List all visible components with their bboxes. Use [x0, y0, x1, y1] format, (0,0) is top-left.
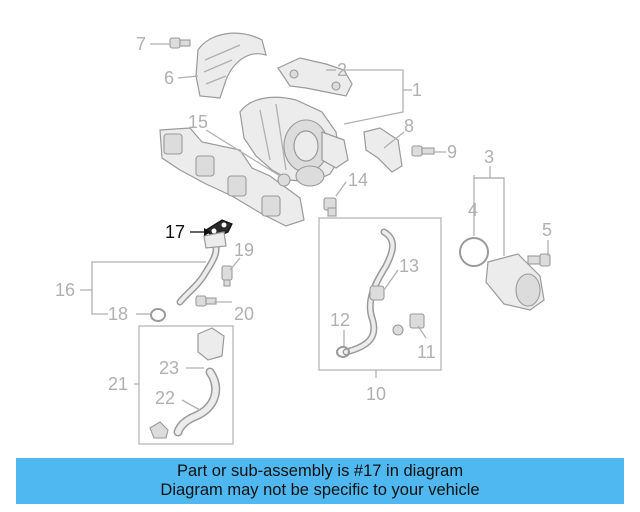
bolt-5-part	[527, 253, 551, 267]
callout-17: 17	[165, 222, 185, 242]
heat-shield-part	[195, 32, 267, 99]
box-21	[138, 325, 234, 445]
seal-18-part	[150, 308, 166, 322]
fitting-14-part	[323, 197, 337, 217]
turbocharger-part	[239, 96, 349, 187]
seal-12-part	[336, 346, 350, 358]
o-ring-4-part	[459, 237, 489, 267]
bolt-9-part	[411, 145, 435, 157]
callout-2: 2	[337, 60, 347, 80]
callout-22: 22	[155, 388, 175, 408]
callout-1: 1	[412, 80, 422, 100]
callout-21: 21	[108, 374, 128, 394]
box-10	[318, 217, 442, 371]
clamp-13-part	[369, 285, 385, 301]
callout-3: 3	[484, 147, 494, 167]
callout-14: 14	[348, 170, 368, 190]
coolant-line-10-part	[342, 228, 396, 356]
callout-19: 19	[234, 240, 254, 260]
bracket-8-part	[363, 127, 403, 173]
fitting-23-part	[197, 327, 225, 361]
exhaust-manifold-part	[159, 127, 305, 227]
callout-8: 8	[404, 116, 414, 136]
banner-line-1: Part or sub-assembly is #17 in diagram	[176, 462, 464, 480]
seal-15-part	[277, 173, 291, 187]
callout-10: 10	[366, 384, 386, 404]
callout-16: 16	[55, 280, 75, 300]
fitting-11-part	[392, 313, 425, 336]
oil-line-16-part	[176, 236, 220, 306]
callout-20: 20	[234, 304, 254, 324]
callout-12: 12	[330, 310, 350, 330]
callout-13: 13	[399, 256, 419, 276]
bolt-20-part	[195, 295, 217, 307]
info-banner: Part or sub-assembly is #17 in diagram D…	[16, 458, 624, 504]
callout-9: 9	[447, 142, 457, 162]
callout-23: 23	[159, 358, 179, 378]
clamp-21-part	[149, 421, 169, 439]
callout-4: 4	[468, 200, 478, 220]
callout-18: 18	[108, 304, 128, 324]
fitting-19-part	[221, 265, 233, 287]
callout-15: 15	[188, 112, 208, 132]
callout-7: 7	[136, 34, 146, 54]
banner-line-2: Diagram may not be specific to your vehi…	[160, 481, 480, 499]
callout-5: 5	[542, 220, 552, 240]
housing-3-part	[485, 253, 545, 311]
callout-11: 11	[417, 342, 436, 362]
bolt-7-part	[169, 37, 191, 49]
callout-6: 6	[164, 68, 174, 88]
